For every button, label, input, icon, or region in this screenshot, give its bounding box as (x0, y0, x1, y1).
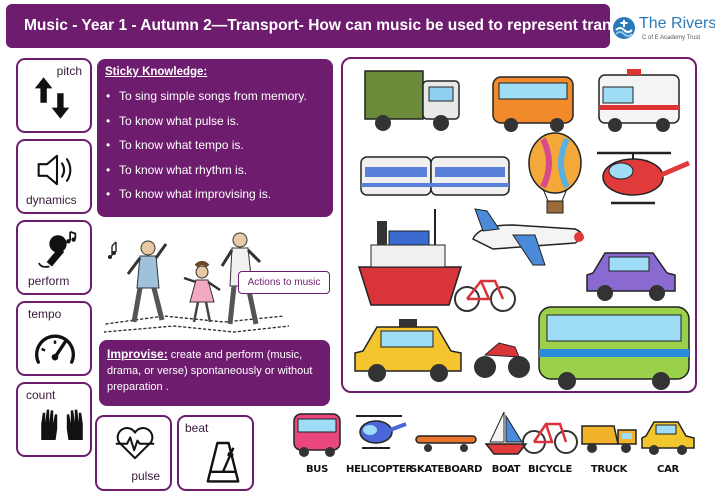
sticky-knowledge-list: To sing simple songs from memory. To kno… (105, 84, 325, 207)
strip-item-skateboard: SKATEBOARD (410, 408, 482, 500)
list-item: To know what tempo is. (105, 133, 325, 158)
dancing-family-illustration (104, 232, 289, 333)
logo-subtitle: C of E Academy Trust (642, 35, 701, 41)
boat-icon (484, 411, 528, 455)
vocab-label: tempo (28, 307, 62, 321)
vehicle-collage (341, 57, 697, 393)
improvise-definition: create and perform (music, drama, or ver… (107, 349, 313, 393)
vocab-tempo: tempo (16, 301, 92, 376)
trust-logo: The Rivers C of E Academy Trust (612, 14, 715, 48)
bicycle-image (454, 279, 516, 312)
pitch-arrows-icon (34, 77, 70, 119)
improvise-panel: Improvise: create and perform (music, dr… (99, 340, 330, 406)
heartbeat-icon (115, 427, 155, 460)
skateboard-icon (415, 435, 477, 452)
strip-label: BUS (305, 464, 329, 475)
vocab-label: beat (185, 421, 209, 435)
strip-item-bus: BUS (286, 408, 348, 500)
vocab-perform: perform (16, 220, 92, 295)
vocab-label: pulse (131, 469, 160, 483)
vocab-pitch: pitch (16, 58, 92, 133)
counting-hands-icon (41, 409, 83, 440)
ambulance-image (598, 69, 680, 132)
improvise-term: Improvise: (107, 347, 168, 361)
sticky-knowledge-title: Sticky Knowledge: (105, 66, 208, 78)
vocab-beat: beat (177, 415, 254, 491)
strip-item-boat: BOAT (482, 408, 530, 500)
strip-label: SKATEBOARD (410, 464, 483, 475)
speaker-icon (37, 154, 72, 186)
microphone-icon (38, 230, 77, 268)
list-item: To know what rhythm is. (105, 158, 325, 183)
helicopter-icon (356, 415, 407, 449)
vocab-label: count (26, 388, 56, 402)
page-title-text: Music - Year 1 - Autumn 2—Transport- How… (24, 17, 660, 34)
actions-label: Actions to music (238, 271, 330, 294)
vehicle-strip: BUS HELICOPTER SKATEBOARD BOAT (286, 408, 706, 500)
bus-icon (293, 413, 341, 457)
bicycle-icon (522, 422, 578, 454)
list-item: To know what improvising is. (105, 182, 325, 207)
actions-label-text: Actions to music (247, 277, 321, 288)
vocab-label: pitch (56, 64, 82, 78)
airplane-image (472, 208, 584, 266)
vocab-pulse: pulse (95, 415, 172, 491)
strip-item-helicopter: HELICOPTER (346, 408, 413, 500)
vocab-dynamics: dynamics (16, 139, 92, 214)
vocab-count: count (16, 382, 92, 457)
bus-image (538, 306, 690, 390)
strip-label: BOAT (491, 464, 521, 475)
helicopter-image (597, 151, 690, 205)
vocab-label: dynamics (26, 193, 77, 207)
sticky-knowledge-panel: Sticky Knowledge: To sing simple songs f… (97, 59, 333, 217)
strip-label: CAR (657, 464, 679, 475)
hot-air-balloon-image (528, 132, 582, 214)
taxi-image (354, 319, 462, 382)
metronome-icon (206, 441, 240, 483)
ship-image (357, 209, 463, 306)
train-image (360, 156, 510, 196)
strip-item-truck: TRUCK (576, 408, 642, 500)
bus-image (492, 76, 574, 132)
speedometer-icon (35, 334, 75, 364)
strip-item-car: CAR (636, 408, 700, 500)
strip-label: TRUCK (590, 464, 628, 475)
vehicle-collage-illustration (354, 69, 690, 390)
motorcycle-image (474, 342, 530, 378)
list-item: To sing simple songs from memory. (105, 84, 325, 109)
car-icon (641, 421, 695, 455)
strip-label: HELICOPTER (346, 464, 413, 475)
vocab-label: perform (28, 274, 70, 288)
logo-name: The Rivers (639, 15, 715, 32)
strip-label: BICYCLE (527, 464, 572, 475)
music-note-icon (108, 241, 117, 259)
truck-icon (581, 425, 637, 453)
truck-image (364, 70, 460, 131)
rivers-logo-icon (613, 17, 635, 39)
strip-item-bicycle: BICYCLE (518, 408, 582, 500)
list-item: To know what pulse is. (105, 109, 325, 134)
car-image (586, 252, 676, 301)
page-title: Music - Year 1 - Autumn 2—Transport- How… (6, 4, 660, 48)
